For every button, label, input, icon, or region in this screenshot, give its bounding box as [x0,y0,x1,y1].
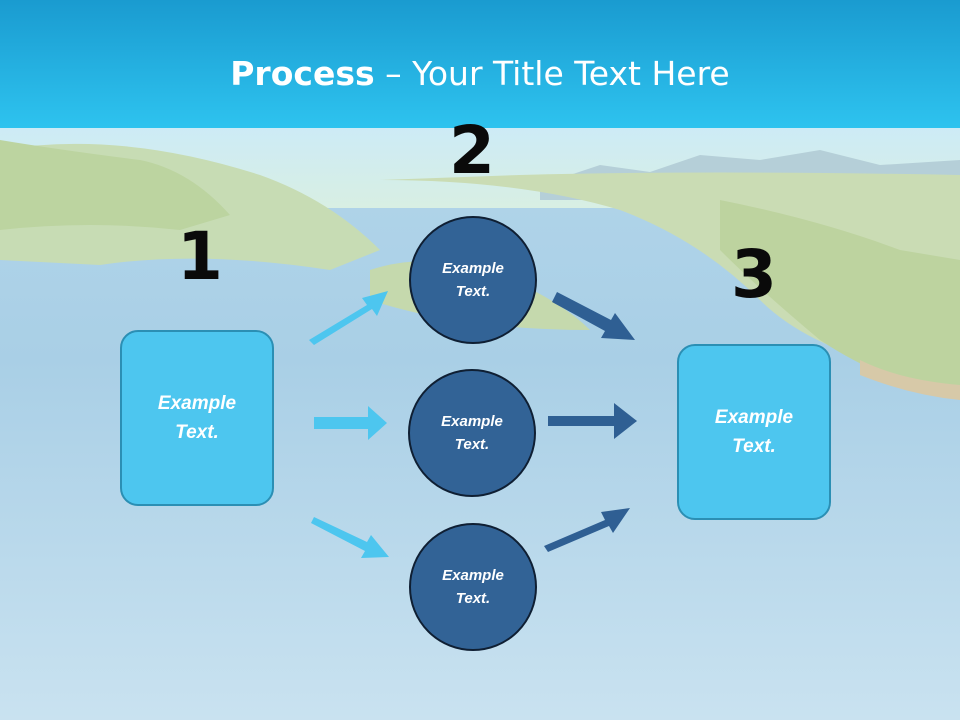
arrow-dark-up [544,508,630,552]
step-1-text-line2: Text. [175,422,219,443]
step-number-2: 2 [449,112,495,189]
step-2-circle-top: Example Text. [409,216,537,344]
step-3-text-line1: Example [714,407,794,428]
arrow-dark-right [548,403,637,439]
step-3-box: Example Text. [677,344,831,520]
circle-middle-text-line1: Example [441,413,503,430]
step-2-circle-middle: Example Text. [408,369,536,497]
circle-bottom-text-line2: Text. [455,590,491,607]
step-1-box: Example Text. [120,330,274,506]
arrow-light-down [311,517,389,558]
step-3-text-line2: Text. [732,436,776,457]
arrow-light-right [314,406,387,440]
circle-top-text-line2: Text. [455,283,491,300]
circle-top-text-line1: Example [442,260,504,277]
step-1-text-line1: Example [157,393,237,414]
step-number-3: 3 [731,236,777,313]
slide-title: Process – Your Title Text Here [0,52,960,96]
arrow-dark-down [552,292,635,340]
step-2-circle-bottom: Example Text. [409,523,537,651]
circle-middle-text-line2: Text. [454,436,490,453]
title-rest: – Your Title Text Here [374,54,730,93]
circle-bottom-text-line1: Example [442,567,504,584]
arrow-light-up [309,291,388,345]
step-number-1: 1 [177,218,223,295]
title-bold: Process [230,54,375,93]
